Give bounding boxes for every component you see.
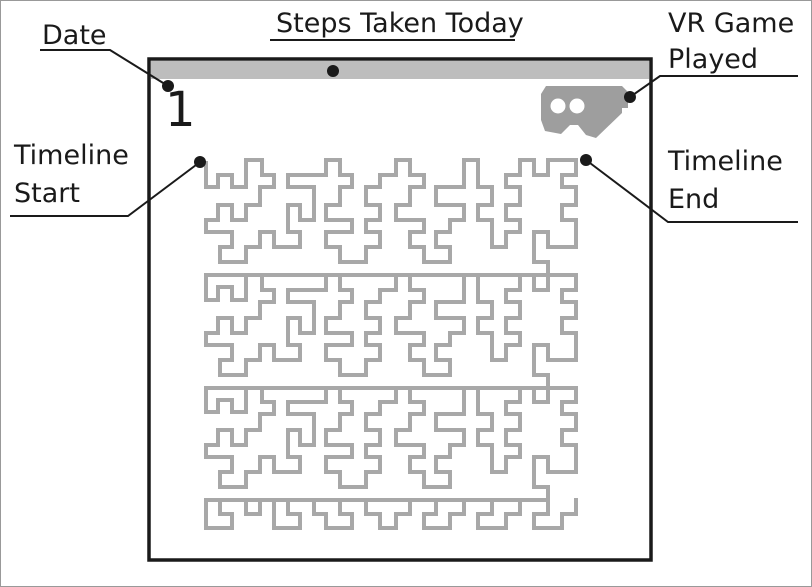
date-leader	[40, 49, 169, 87]
label-date: Date	[42, 20, 107, 51]
start-leader	[10, 161, 201, 217]
label-end-line2: End	[668, 184, 719, 215]
label-start-line1: Timeline	[13, 140, 129, 171]
steps-bar	[151, 61, 649, 79]
leader-lines	[10, 39, 798, 223]
date-dot	[162, 80, 174, 92]
label-vr-line1: VR Game	[668, 8, 794, 39]
end-dot	[580, 154, 592, 166]
label-start-line2: Start	[14, 178, 80, 209]
steps-dot	[327, 65, 339, 77]
leader-dots	[162, 65, 636, 168]
vr-dot	[624, 91, 636, 103]
vr-leader	[629, 75, 798, 98]
label-steps: Steps Taken Today	[276, 8, 524, 39]
end-leader	[585, 159, 798, 223]
label-vr-line2: Played	[668, 44, 758, 75]
label-end-line1: Timeline	[667, 146, 783, 177]
vr-headset-icon	[541, 86, 628, 138]
start-dot	[194, 156, 206, 168]
timeline-path	[204, 158, 578, 530]
card-frame	[147, 57, 653, 562]
